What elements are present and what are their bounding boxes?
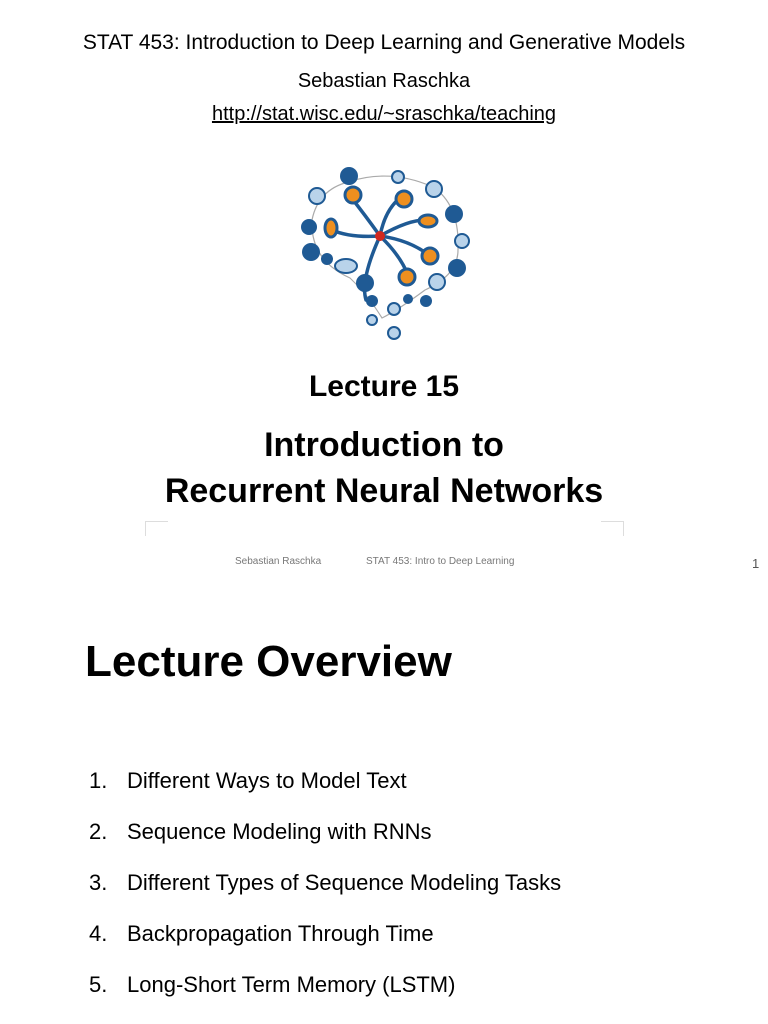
list-item-number: 2. [89,819,108,844]
lecture-number: Lecture 15 [308,370,460,403]
list-item-text: Long-Short Term Memory (LSTM) [127,972,456,997]
list-item-number: 1. [89,768,108,793]
list-item: 4. Backpropagation Through Time [89,919,729,970]
lecture-title-line-2: Recurrent Neural Networks [164,472,604,510]
list-item-number: 4. [89,921,108,946]
page-number: 1 [752,556,760,571]
lecture-title-line-1: Introduction to [264,426,504,464]
list-item-text: Different Types of Sequence Modeling Tas… [127,870,562,895]
overview-heading: Lecture Overview [85,637,452,686]
author-name: Sebastian Raschka [297,70,471,92]
footer-author: Sebastian Raschka [235,556,322,567]
lecture-title: Introduction to Recurrent Neural Network… [0,422,768,514]
list-item: 2. Sequence Modeling with RNNs [89,817,729,868]
list-item-text: Sequence Modeling with RNNs [127,819,432,844]
list-item: 1. Different Ways to Model Text [89,766,729,817]
course-url-link[interactable]: http://stat.wisc.edu/~sraschka/teaching [211,103,557,125]
brain-network-icon [301,167,470,340]
list-item: 3. Different Types of Sequence Modeling … [89,868,729,919]
course-title: STAT 453: Introduction to Deep Learning … [82,31,686,54]
list-item-text: Different Ways to Model Text [127,768,407,793]
overview-list: 1. Different Ways to Model Text 2. Seque… [89,766,729,1021]
frame-corner-right [601,521,624,536]
frame-corner-left [145,521,168,536]
list-item: 5. Long-Short Term Memory (LSTM) [89,970,729,1021]
list-item-text: Backpropagation Through Time [127,921,434,946]
list-item-number: 3. [89,870,108,895]
list-item-number: 5. [89,972,108,997]
footer-course: STAT 453: Intro to Deep Learning [366,556,515,567]
